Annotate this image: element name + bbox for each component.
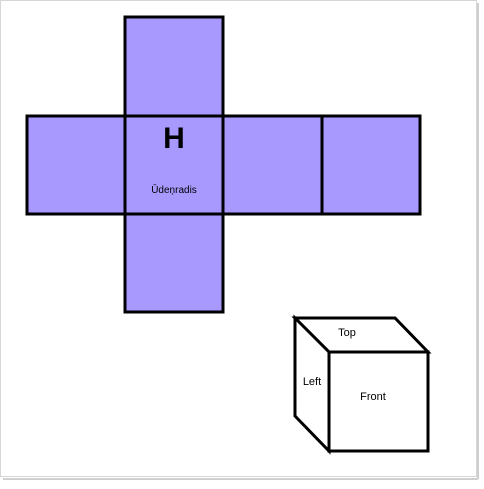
cube-front-label: Front — [360, 391, 386, 403]
cube-top-label: Top — [338, 327, 356, 339]
net-face-right — [221, 114, 324, 216]
net-face-bottom — [123, 212, 225, 314]
cube-net: H Ūdeņradis — [25, 15, 422, 314]
net-face-center — [123, 114, 225, 216]
net-face-back — [320, 114, 422, 216]
cube-front-face — [327, 350, 430, 453]
element-name: Ūdeņradis — [151, 184, 197, 196]
cube-key — [291, 314, 432, 455]
element-symbol: H — [163, 122, 185, 155]
net-face-left — [25, 114, 127, 216]
cube-left-label: Left — [303, 376, 321, 388]
net-face-top — [123, 15, 225, 118]
